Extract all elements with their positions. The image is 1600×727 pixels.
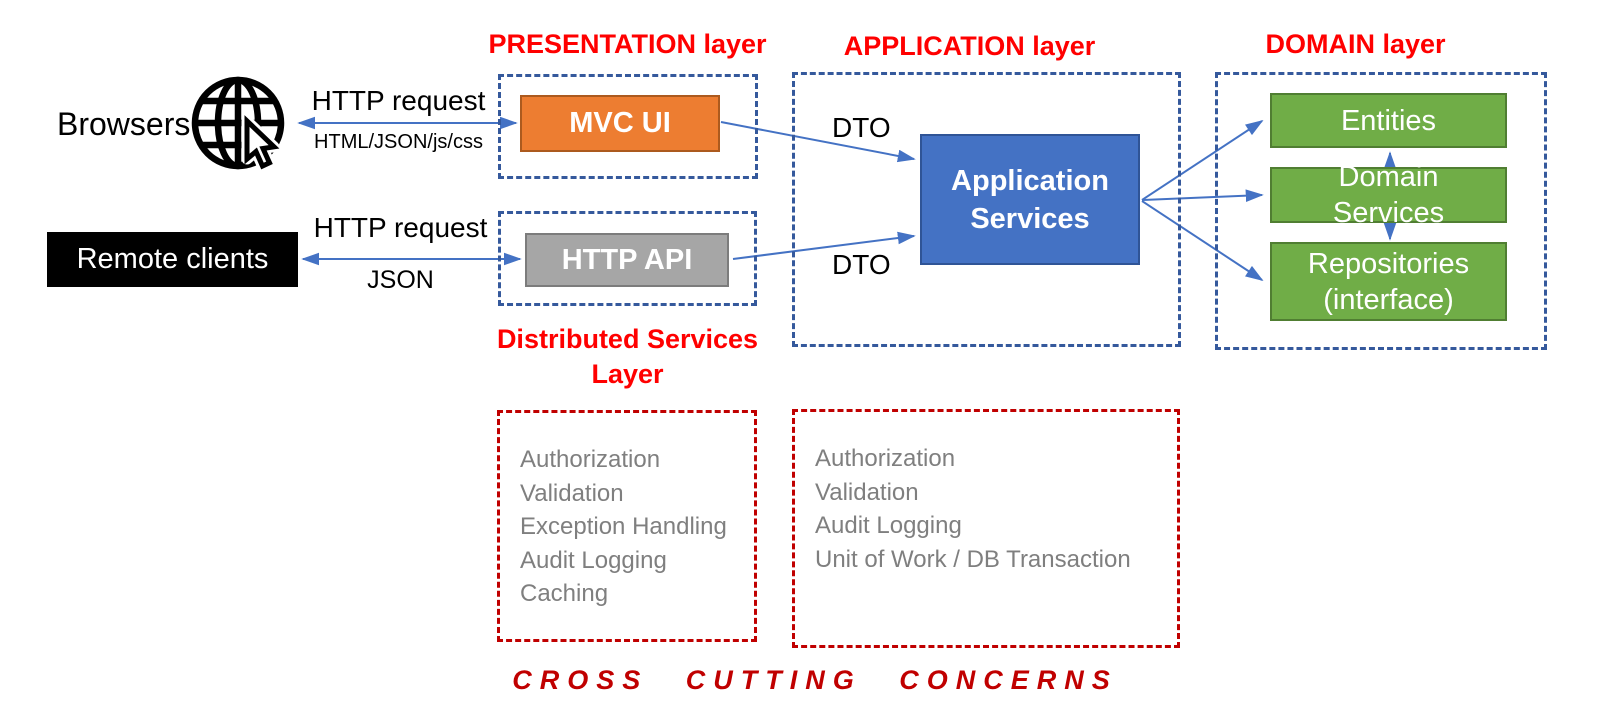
client-arrow-bottom-label: JSON — [367, 266, 434, 294]
mvc-ui-box: MVC UI — [520, 95, 720, 152]
concern-item: Validation — [520, 479, 624, 507]
repositories-label: Repositories (interface) — [1307, 247, 1470, 316]
dto-bottom-label: DTO — [832, 249, 891, 280]
concern-item: Validation — [815, 478, 919, 506]
entities-label: Entities — [1340, 104, 1437, 137]
remote-clients-label: Remote clients — [76, 243, 269, 275]
presentation-layer-title: PRESENTATION layer — [488, 29, 767, 59]
concern-item: Authorization — [520, 446, 661, 473]
domain-layer-boundary — [1215, 72, 1547, 350]
concern-item: Audit Logging — [815, 512, 962, 539]
domain-layer-title: DOMAIN layer — [1265, 29, 1446, 59]
domain-services-box: Domain Services — [1270, 161, 1507, 229]
application-layer-boundary — [792, 72, 1181, 347]
domain-services-label: Domain Services — [1332, 161, 1445, 229]
mvc-ui-label: MVC UI — [569, 107, 671, 139]
concern-item: Exception Handling — [520, 513, 727, 540]
browser-arrow-bottom-label: HTML/JSON/js/css — [314, 131, 483, 153]
http-api-label: HTTP API — [561, 243, 693, 276]
application-services-box: Application Services — [920, 134, 1140, 265]
concern-item: Authorization — [815, 445, 956, 472]
repositories-box: Repositories (interface) — [1270, 242, 1507, 321]
http-api-box: HTTP API — [525, 233, 729, 287]
browsers-label: Browsers — [57, 106, 191, 142]
cross-cutting-concerns-title: CROSS CUTTING CONCERNS — [512, 665, 1118, 695]
application-services-label: Application Services — [951, 164, 1109, 235]
client-arrow-top-label: HTTP request — [313, 212, 488, 243]
distributed-services-layer-boundary — [498, 211, 757, 306]
presentation-layer-boundary — [498, 74, 758, 179]
concern-item: Unit of Work / DB Transaction — [815, 545, 1131, 573]
concern-item: Caching — [520, 580, 609, 607]
distributed-services-layer-title: Distributed Services Layer — [496, 324, 759, 389]
concern-item: Audit Logging — [520, 546, 667, 574]
browser-globe-cursor-icon — [191, 76, 285, 172]
entities-box: Entities — [1270, 93, 1507, 148]
browser-arrow-top-label: HTTP request — [311, 85, 486, 116]
dto-top-label: DTO — [832, 112, 891, 143]
application-layer-title: APPLICATION layer — [843, 31, 1096, 61]
remote-clients-box: Remote clients — [47, 232, 298, 287]
mouse-cursor-icon — [241, 115, 280, 172]
